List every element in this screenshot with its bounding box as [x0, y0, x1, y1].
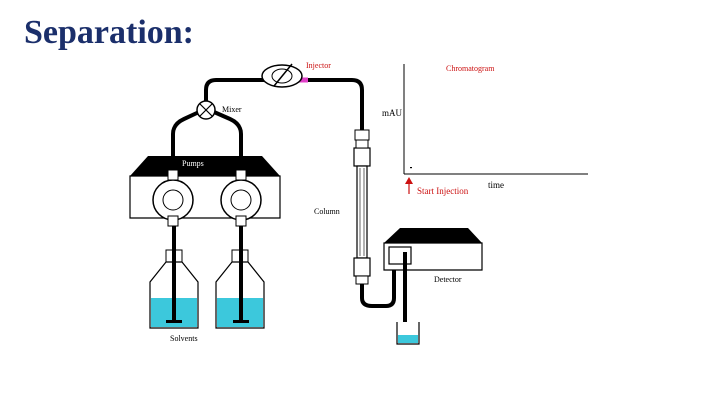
detector-unit	[383, 228, 483, 271]
waste-beaker	[396, 322, 420, 345]
tube-injector-column	[308, 78, 364, 130]
mau-axis-label: mAU	[382, 108, 403, 118]
tube-pump-left-mixer	[171, 110, 200, 170]
column-label: Column	[314, 207, 340, 216]
pumps-label: Pumps	[182, 159, 204, 168]
solvent-bottle-right	[215, 222, 265, 329]
solvent-bottle-left	[149, 222, 199, 329]
column	[353, 129, 371, 285]
tube-column-detector	[360, 252, 396, 308]
start-injection-label: Start Injection	[417, 186, 469, 196]
tube-mixer-injector	[204, 78, 272, 101]
chromatogram-axes	[403, 64, 588, 175]
chromatogram-title: Chromatogram	[446, 64, 495, 73]
detector-label: Detector	[434, 275, 462, 284]
solvents-label: Solvents	[170, 334, 198, 343]
time-axis-label: time	[488, 180, 504, 190]
pumps-unit	[129, 156, 281, 227]
injector-valve-icon	[261, 63, 303, 88]
injector-label: Injector	[306, 61, 331, 70]
mixer-label: Mixer	[222, 105, 242, 114]
tube-pump-right-mixer	[213, 110, 243, 170]
mixer-valve-icon	[196, 100, 216, 120]
arrow-up-icon	[405, 177, 413, 194]
slide-title: Separation:	[24, 14, 194, 51]
